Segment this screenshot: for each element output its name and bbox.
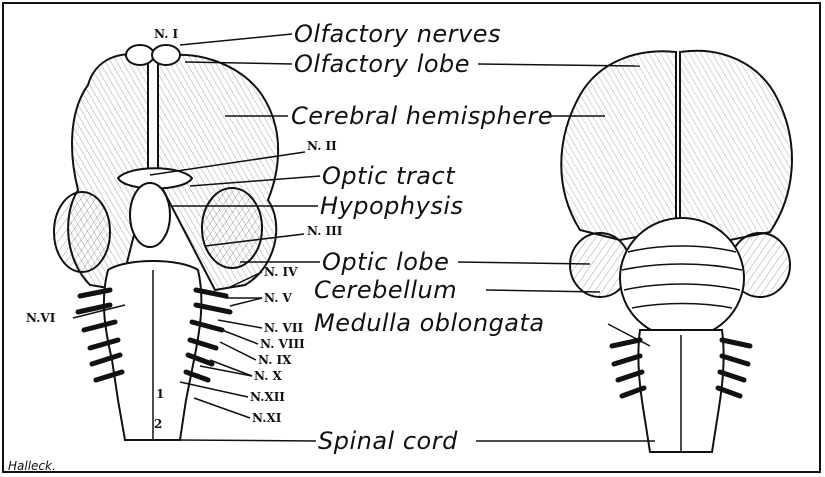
cerebellum-body	[620, 218, 744, 338]
label-spinal-cord: Spinal cord	[318, 429, 458, 453]
label-cerebellum: Cerebellum	[314, 278, 457, 302]
label-n12: N.XII	[250, 391, 285, 403]
label-n10: N. X	[254, 370, 282, 382]
label-olfactory-nerves: Olfactory nerves	[294, 22, 501, 46]
label-n11: N.XI	[252, 412, 281, 424]
label-n7: N. VII	[264, 322, 303, 334]
label-optic-tract: Optic tract	[322, 164, 455, 188]
label-medulla-oblongata: Medulla oblongata	[314, 311, 545, 335]
label-n9: N. IX	[258, 354, 291, 366]
label-optic-lobe: Optic lobe	[322, 250, 449, 274]
label-n5: N. V	[264, 292, 292, 304]
hypophysis-body	[130, 183, 170, 247]
artist-signature: Halleck.	[8, 459, 56, 473]
label-n4: N. IV	[264, 266, 297, 278]
label-n1: N. I	[154, 28, 178, 40]
label-hypophysis: Hypophysis	[320, 194, 464, 218]
optic-lobe-right-v	[202, 188, 262, 268]
left-hemisphere-dorsal	[561, 51, 676, 240]
right-hemisphere-dorsal	[680, 51, 792, 240]
dorsal-brain-view	[561, 51, 792, 452]
ventral-brain-view	[54, 45, 278, 440]
mark-two: 2	[154, 418, 162, 430]
label-n2: N. II	[307, 140, 337, 152]
label-cerebral-hemisphere: Cerebral hemisphere	[291, 104, 553, 128]
olfactory-lobe-right	[152, 45, 180, 65]
label-n6: N.VI	[26, 312, 55, 324]
mark-one: 1	[156, 388, 164, 400]
label-n8: N. VIII	[260, 338, 305, 350]
label-olfactory-lobe: Olfactory lobe	[294, 52, 470, 76]
olfactory-lobe-left	[126, 45, 154, 65]
label-n3: N. III	[307, 225, 342, 237]
optic-lobe-left-v	[54, 192, 110, 272]
